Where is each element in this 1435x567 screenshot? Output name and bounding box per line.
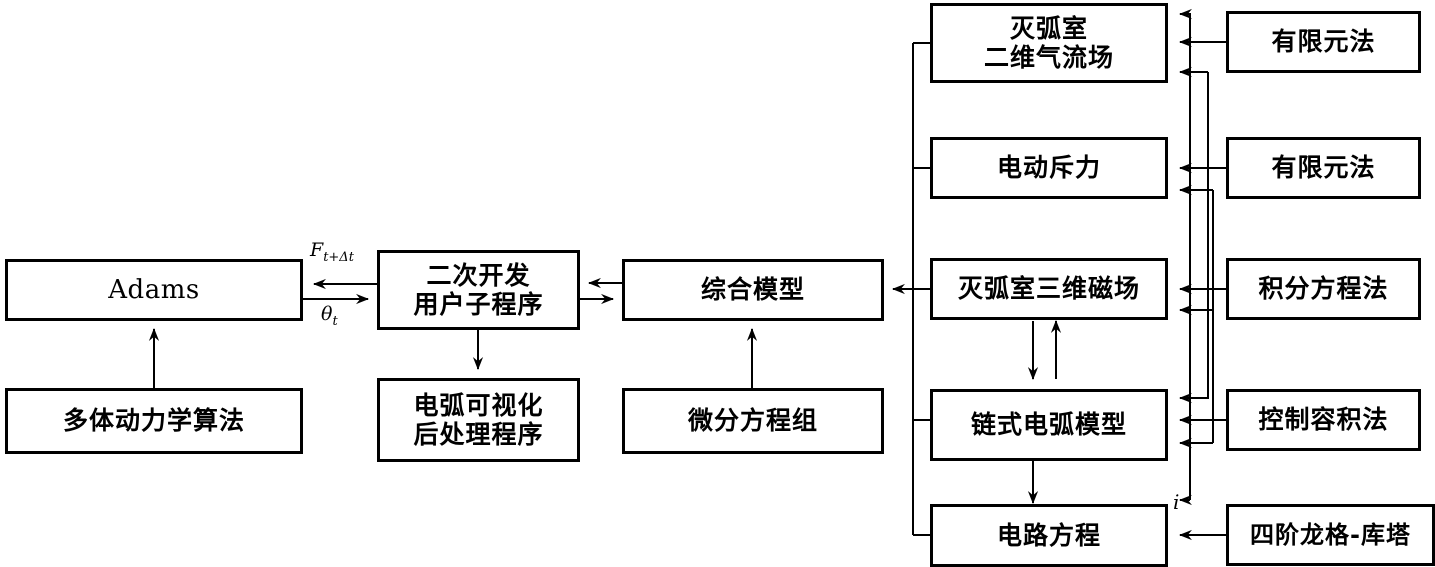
box-fourth-order-runge-kutta[interactable]: 四阶龙格-库塔: [1226, 504, 1435, 566]
box-finite-element-method-1-label: 有限元法: [1271, 27, 1376, 57]
box-electrodynamic-repulsion[interactable]: 电动斥力: [930, 137, 1168, 199]
box-arc-chamber-3d-magnetic-field[interactable]: 灭弧室三维磁场: [930, 258, 1168, 320]
box-circuit-equation-label: 电路方程: [996, 520, 1101, 550]
edge-label-angle: θt: [321, 303, 338, 329]
edge-label-current-base: i: [1173, 490, 1180, 514]
box-multibody-dynamics-algorithm[interactable]: 多体动力学算法: [5, 388, 303, 454]
box-arc-visualization-postprocessor[interactable]: 电弧可视化 后处理程序: [377, 378, 580, 462]
box-subroutine-label-line1: 二次开发: [426, 260, 531, 290]
box-integrated-model-label: 综合模型: [700, 275, 805, 305]
edge-label-angle-sub: t: [332, 313, 338, 329]
box-adams-label: Adams: [108, 274, 200, 305]
box-finite-element-method-2[interactable]: 有限元法: [1226, 137, 1421, 199]
box-finite-element-method-2-label: 有限元法: [1271, 153, 1376, 183]
box-fourth-order-runge-kutta-label: 四阶龙格-库塔: [1250, 520, 1411, 549]
box-integral-equation-method-label: 积分方程法: [1258, 274, 1389, 304]
box-electrodynamic-repulsion-label: 电动斥力: [996, 153, 1101, 183]
edge-label-force-sub: t+Δt: [323, 249, 354, 265]
box-finite-element-method-1[interactable]: 有限元法: [1226, 11, 1421, 73]
feedback-bus-inner: [1179, 72, 1209, 404]
box-integrated-model[interactable]: 综合模型: [622, 259, 884, 321]
box-airflow2d-label-line2: 二维气流场: [983, 43, 1114, 72]
box-control-volume-method-label: 控制容积法: [1258, 405, 1389, 435]
box-arcvis-label-line1: 电弧可视化: [413, 390, 544, 420]
box-integral-equation-method[interactable]: 积分方程法: [1226, 258, 1421, 320]
edge-label-current: i: [1173, 490, 1179, 514]
feedback-bus-outer: [1179, 8, 1192, 500]
box-airflow2d-label-line1: 灭弧室: [1009, 13, 1088, 43]
box-chain-arc-model-label: 链式电弧模型: [970, 410, 1127, 440]
box-adams[interactable]: Adams: [5, 259, 303, 321]
box-differential-equations[interactable]: 微分方程组: [622, 388, 884, 454]
box-chain-arc-model[interactable]: 链式电弧模型: [930, 389, 1168, 461]
box-arcvis-label-line2: 后处理程序: [413, 420, 544, 449]
box-control-volume-method[interactable]: 控制容积法: [1226, 389, 1421, 451]
box-multibody-dynamics-algorithm-label: 多体动力学算法: [62, 406, 245, 436]
edge-label-force-base: F: [310, 239, 324, 261]
box-differential-equations-label: 微分方程组: [687, 406, 818, 436]
edge-label-force: Ft+Δt: [310, 239, 354, 265]
box-circuit-equation[interactable]: 电路方程: [930, 504, 1168, 567]
box-arc-chamber-3d-magnetic-field-label: 灭弧室三维磁场: [957, 274, 1140, 304]
box-subroutine-label-line2: 用户子程序: [413, 290, 544, 319]
box-secondary-development-user-subroutine[interactable]: 二次开发 用户子程序: [377, 250, 580, 330]
edge-label-angle-base: θ: [321, 303, 333, 325]
box-arc-chamber-2d-airflow-field[interactable]: 灭弧室 二维气流场: [930, 3, 1168, 83]
